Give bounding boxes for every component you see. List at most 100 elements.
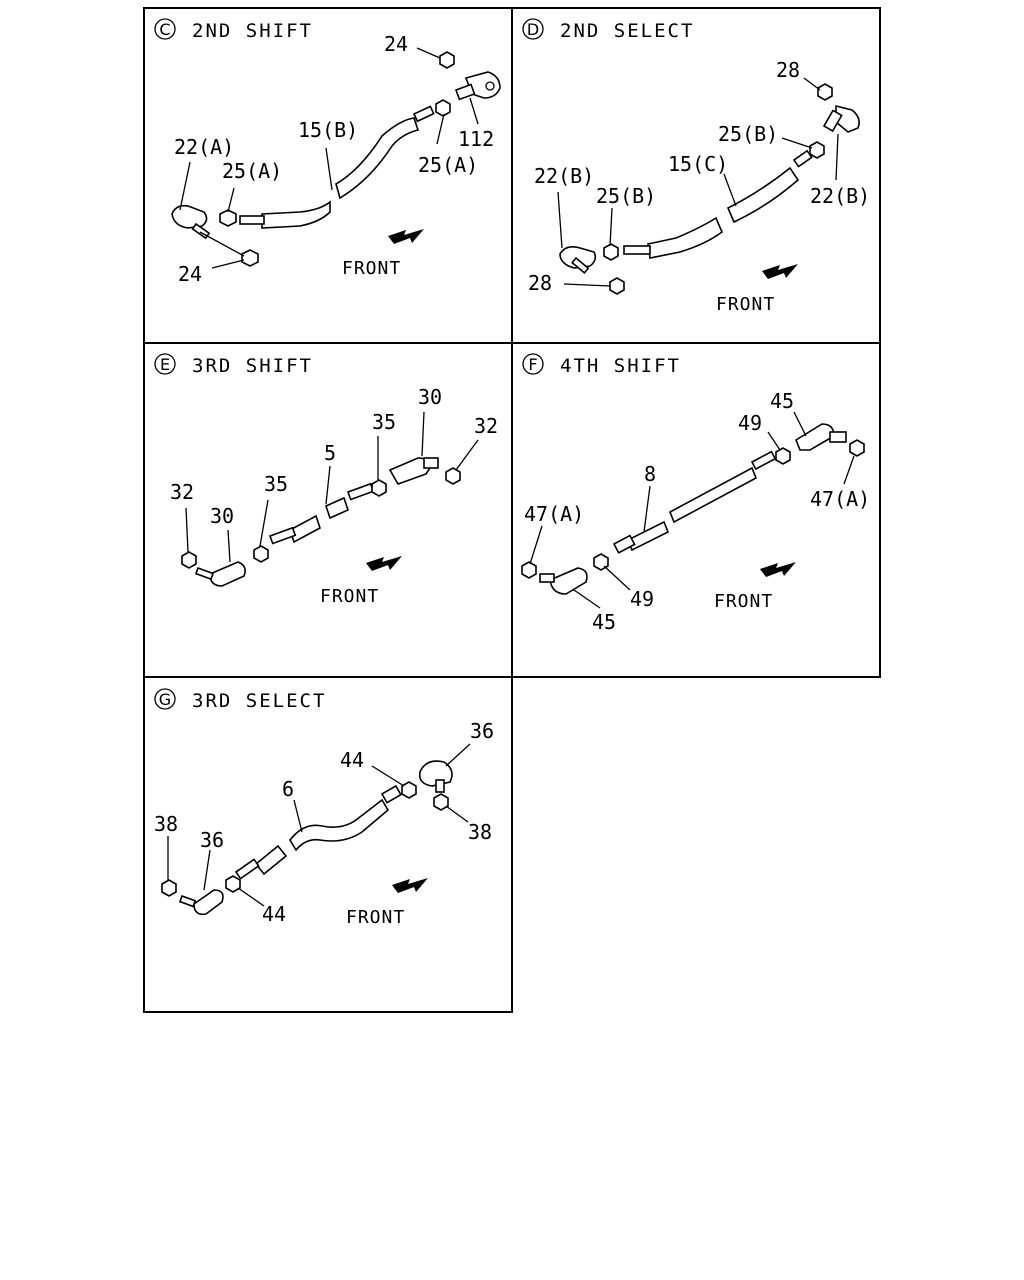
panel-letter: E [160,355,170,374]
panel-4th-shift: F 4TH SHIFT 45 49 8 47(A) 47(A) 49 45 FR… [521,353,870,634]
panel-title: 3RD SELECT [192,690,326,712]
callout-label: 22(B) [810,184,870,208]
callout-label: 44 [340,748,364,772]
front-direction-arrow-icon [392,878,428,893]
nut [817,83,833,101]
front-direction-arrow-icon [760,562,796,577]
front-label: FRONT [346,907,405,928]
panel-title: 4TH SHIFT [560,355,681,377]
nut [775,447,791,465]
panel-circle-icon [154,18,176,40]
ball-joint-stud [539,573,555,583]
rod-segment [668,466,758,524]
panel-letter: D [527,20,539,39]
front-label: FRONT [320,586,379,607]
rod-segment [289,514,321,544]
ball-joint [559,246,597,269]
callout-label: 6 [282,777,294,801]
ball-joint-stud [454,83,476,101]
rod-thread [612,534,636,554]
callout-label: 25(A) [418,153,478,177]
panel-3rd-shift: E 3RD SHIFT 30 35 32 5 35 32 30 FRONT [154,353,498,607]
callout-label: 15(B) [298,118,358,142]
rod-segment [254,844,288,876]
rod-thread [380,784,402,804]
nut [849,439,865,457]
ball-joint-stud [822,109,843,133]
callout-label: 25(B) [596,184,656,208]
nut [241,249,259,267]
front-direction-arrow-icon [388,229,424,244]
callout-label: 24 [384,32,408,56]
rod-thread [412,105,435,123]
ball-joint-stud [178,894,197,908]
rod-segment [726,166,800,224]
callout-label: 30 [210,504,234,528]
callout-label: 35 [264,472,288,496]
callout-label: 38 [154,812,178,836]
nut [371,479,387,497]
rod-segment [335,117,420,200]
callout-label: 8 [644,462,656,486]
callout-label: 15(C) [668,152,728,176]
callout-label: 49 [738,411,762,435]
nut [609,277,625,295]
callout-label: 44 [262,902,286,926]
callout-label: 5 [324,441,336,465]
nut [445,467,461,485]
panel-letter: C [159,20,170,39]
callout-label: 28 [776,58,800,82]
front-direction-arrow-icon [762,264,798,279]
ball-joint-stud [194,566,215,581]
ball-joint [835,104,860,133]
panel-2nd-select: D 2ND SELECT 28 25(B) 15(C) 22(B) 25(B) … [522,18,870,315]
ball-joint-stud [423,457,439,469]
nut [161,879,177,897]
panel-title: 2ND SHIFT [192,20,313,42]
callout-label: 32 [170,480,194,504]
callout-label: 45 [770,389,794,413]
callout-label: 25(A) [222,159,282,183]
callout-label: 24 [178,262,202,286]
callout-label: 36 [200,828,224,852]
nut [433,793,449,811]
panel-title: 2ND SELECT [560,20,694,42]
ball-joint-stud [829,431,847,443]
callout-label: 36 [470,719,494,743]
callout-label: 45 [592,610,616,634]
panel-2nd-shift: C 2ND SHIFT 24 112 15(B) 22(A) 25(A) 25(… [154,18,501,286]
callout-label: 28 [528,271,552,295]
callout-label: 30 [418,385,442,409]
nut [809,141,825,159]
rod-thread [346,482,375,501]
front-label: FRONT [714,591,773,612]
ball-joint [171,204,208,229]
callout-label: 25(B) [718,122,778,146]
rod-segment [289,798,390,852]
rod-segment [325,496,349,520]
nut [521,561,537,579]
callout-label: 49 [630,587,654,611]
nut [401,781,417,799]
panel-circle-icon [154,353,176,375]
nut [253,545,269,563]
callout-label: 22(A) [174,135,234,159]
ball-joint [549,567,588,595]
front-label: FRONT [342,258,401,279]
rod-segment [626,520,670,552]
ball-joint [795,423,835,451]
ball-joint-stud [571,256,590,275]
ball-joint-stud [435,779,445,793]
rod-segment [261,200,331,229]
panel-circle-icon [522,18,544,40]
panel-letter: F [528,355,537,374]
panel-circle-icon [154,688,176,710]
rod-thread [268,526,297,545]
nut [181,551,197,569]
nut [603,243,619,261]
panel-letter: G [159,690,171,709]
nut [439,51,455,69]
callout-label: 35 [372,410,396,434]
rod-thread [792,149,813,168]
front-direction-arrow-icon [366,556,402,571]
